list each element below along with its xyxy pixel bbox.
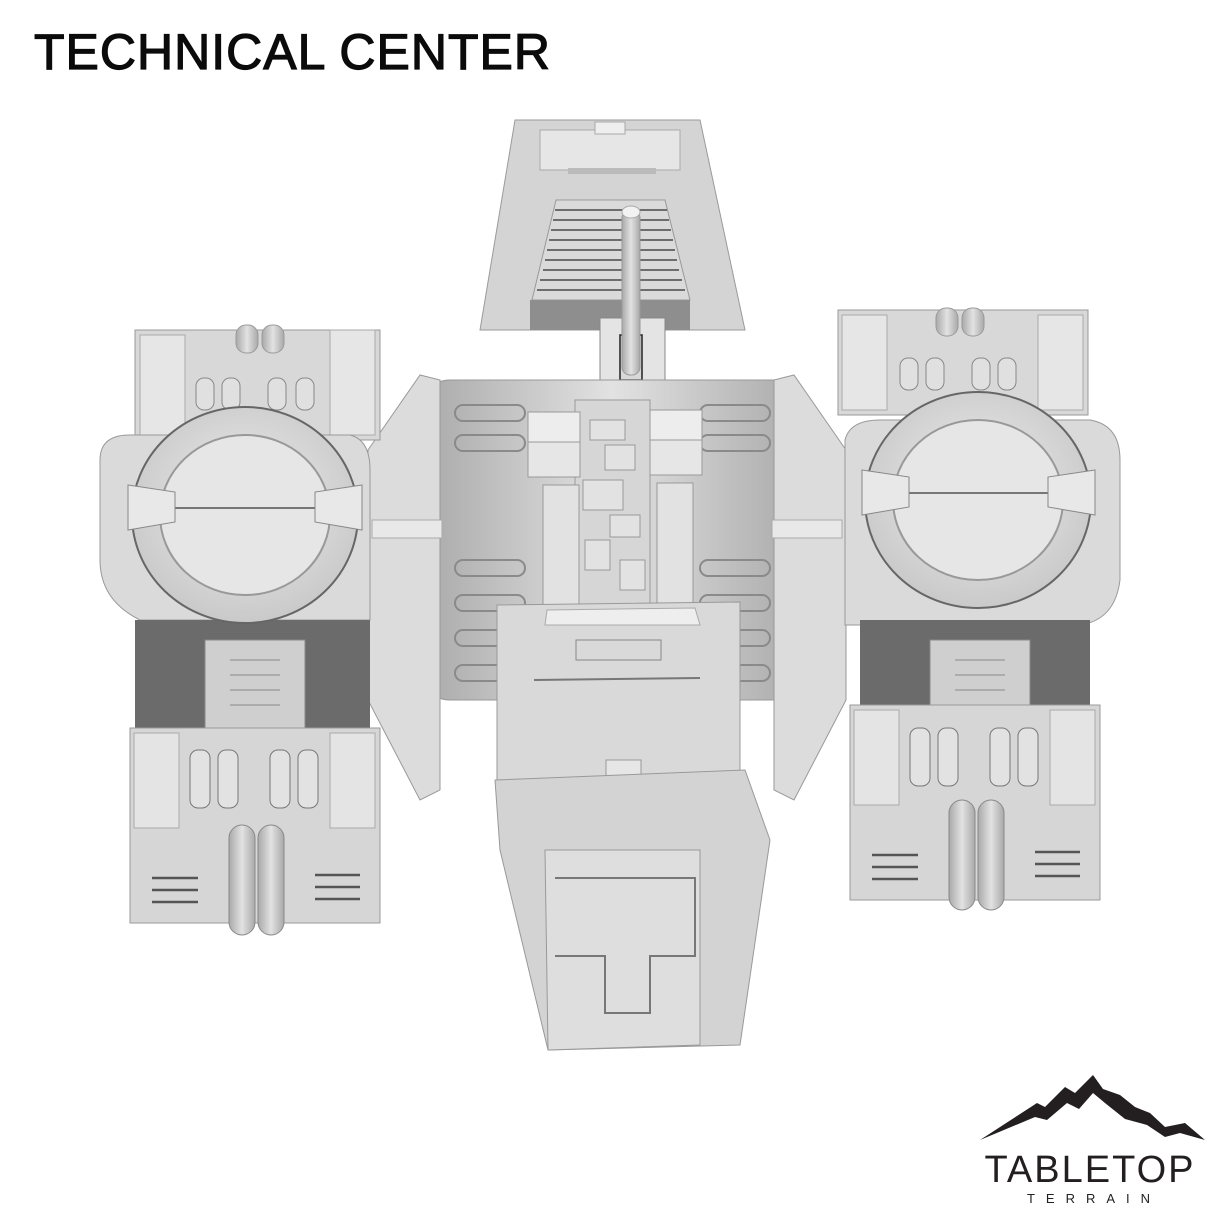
left-pod [99,324,381,740]
bottom-right-module [849,704,1101,911]
brand-tagline: TERRAIN [1026,1191,1162,1206]
bottom-left-module [129,727,381,936]
brand-logo: TABLETOP TERRAIN [975,1075,1205,1206]
mountain-icon [980,1075,1205,1140]
front-block [494,601,771,1051]
right-pod [837,307,1121,735]
page-title: TECHNICAL CENTER [33,23,551,80]
top-tower [479,119,746,389]
right-collar [771,374,847,801]
brand-name: TABLETOP [984,1149,1196,1191]
left-collar [367,374,443,801]
